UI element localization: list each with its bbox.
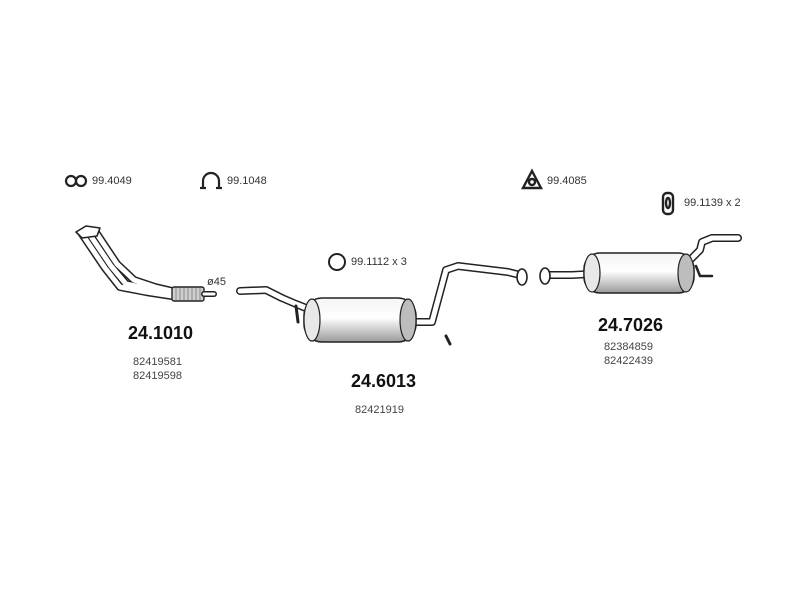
front-pipe-part-number: 24.1010: [128, 323, 194, 343]
front-pipe-diameter: ø45: [207, 276, 226, 288]
rear-silencer-drawing: [539, 234, 742, 294]
clamp-a-icon: [64, 174, 88, 188]
rear-silencer-oem-numbers: 82384859 82422439: [604, 340, 653, 368]
middle-silencer-oem-numbers: 82421919: [355, 403, 404, 417]
clamp-b-icon: [200, 171, 222, 190]
gasket-c-icon: [521, 168, 543, 190]
front-pipe-oem-2: 82419598: [133, 370, 182, 382]
middle-silencer-part-number: 24.6013: [351, 371, 417, 391]
front-pipe-drawing: [75, 225, 217, 302]
front-pipe-oem-numbers: 82419581 82419598: [133, 355, 182, 383]
rear-silencer-oem-2: 82422439: [604, 355, 653, 367]
clamp-b-label: 99.1048: [227, 175, 267, 187]
ring-e-label: 99.1112 x 3: [351, 256, 407, 268]
rear-silencer-part-number: 24.7026: [598, 315, 664, 335]
ring-e-icon: [328, 253, 346, 271]
hanger-d-icon: [661, 191, 675, 216]
hanger-d-label: 99.1139 x 2: [684, 197, 741, 209]
clamp-a-label: 99.4049: [92, 175, 132, 187]
front-pipe-oem-1: 82419581: [133, 356, 182, 368]
gasket-c-label: 99.4085: [547, 175, 587, 187]
rear-silencer-oem-1: 82384859: [604, 341, 653, 353]
middle-silencer-drawing: [236, 262, 528, 346]
middle-silencer-oem-1: 82421919: [355, 404, 404, 416]
